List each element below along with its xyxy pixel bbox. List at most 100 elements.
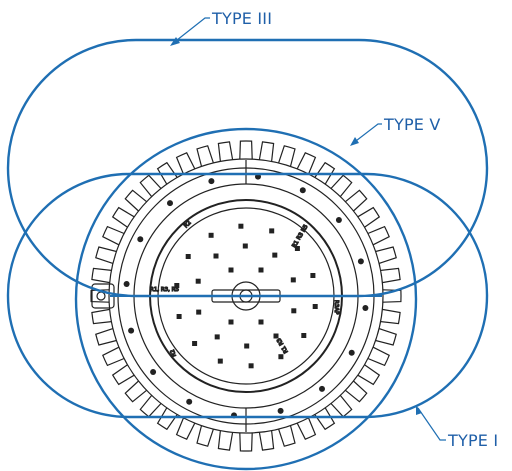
heat-sink-fin: [124, 380, 147, 403]
heat-sink-fin: [196, 145, 214, 167]
housing-bolt: [137, 236, 144, 243]
mark-top-left: R2: [183, 220, 192, 229]
housing-bolt: [348, 349, 355, 356]
led-chip: [294, 246, 300, 251]
led-chip: [196, 309, 202, 315]
heat-sink-fin: [124, 189, 147, 212]
heat-sink-fin: [156, 407, 178, 431]
housing-bolt: [357, 258, 364, 265]
type-iii-arrowhead: [170, 37, 180, 46]
heat-sink-fin: [375, 328, 397, 346]
led-chip: [248, 363, 254, 369]
housing-bolt: [128, 327, 135, 334]
heat-sink-fin: [278, 425, 296, 447]
heat-sink-fin: [382, 289, 402, 303]
led-chip: [208, 232, 214, 238]
led-chip: [176, 314, 182, 319]
led-chip: [238, 223, 244, 229]
led-module-array: [174, 223, 318, 369]
mark-bottom-right: R1 R3: [276, 336, 290, 354]
housing-bolt: [208, 178, 215, 185]
led-chip: [273, 333, 279, 339]
heat-sink-fin: [91, 267, 112, 284]
mounting-hole: [96, 291, 106, 301]
heat-sink-fin: [95, 246, 117, 264]
housing-bolt: [167, 200, 173, 207]
led-chip: [242, 243, 248, 249]
led-chip: [185, 254, 191, 259]
heat-sink-fin: [345, 189, 368, 212]
led-chip: [269, 228, 275, 234]
heat-sink-fin: [102, 346, 125, 367]
heat-sink-fin: [139, 174, 162, 197]
housing-bolt: [277, 407, 284, 414]
housing-bolt: [335, 217, 342, 223]
heat-sink-fin: [95, 328, 117, 346]
heat-sink-fin: [111, 206, 135, 228]
housing-bolt: [319, 385, 325, 392]
heat-sink-fin: [156, 161, 178, 185]
led-chip: [195, 278, 201, 284]
heat-sink-fin: [111, 364, 135, 386]
type-v-arrowhead: [350, 137, 359, 146]
heat-sink-fin: [90, 289, 110, 303]
led-chip: [213, 253, 219, 259]
led-chip: [258, 267, 264, 273]
led-chip: [192, 341, 198, 346]
heat-sink-fin: [91, 308, 112, 325]
type-i-arrowhead: [416, 405, 422, 415]
heat-sink-fin: [357, 206, 381, 228]
housing-bolt: [299, 187, 306, 194]
label-type-iii: TYPE III: [211, 9, 272, 28]
heat-sink-fin: [314, 161, 336, 185]
led-chip: [312, 304, 318, 309]
housing-outer-ring: [108, 158, 384, 434]
heat-sink-fin: [239, 140, 253, 160]
led-chip: [228, 319, 234, 325]
heat-sink-fin: [380, 308, 401, 325]
heat-sink-fin: [258, 430, 275, 451]
led-chip: [214, 334, 220, 340]
heat-sink-fin: [102, 225, 125, 246]
heat-sink-fin: [196, 425, 214, 447]
heat-sink-fin: [175, 152, 196, 175]
heat-sink-fin: [239, 432, 253, 452]
led-chip: [290, 277, 296, 283]
led-chip: [272, 252, 278, 258]
led-chip: [217, 358, 223, 364]
housing-bolt: [150, 369, 157, 375]
led-chip: [174, 283, 180, 288]
led-chip: [228, 267, 234, 273]
led-chip: [301, 333, 307, 338]
heat-sink-fin: [330, 174, 353, 197]
led-chip: [278, 354, 284, 360]
led-chip: [244, 343, 250, 349]
heat-sink-fin: [367, 346, 390, 367]
heat-sink-fin: [314, 407, 336, 431]
type-v-outline: [74, 127, 418, 471]
heat-sink-fins-icon: [90, 140, 402, 452]
type-iii-leader: [171, 17, 210, 45]
heat-sink-fin: [217, 141, 234, 162]
type-v-leader: [351, 123, 382, 145]
led-chip: [310, 273, 316, 278]
mark-r3ap: R3AP: [333, 300, 339, 315]
mark-r1-r3-r5: R1, R3, R5: [150, 287, 179, 293]
heat-sink-fin: [380, 267, 401, 284]
heat-sink-fin: [296, 152, 317, 175]
housing-bolt: [123, 281, 130, 287]
heat-sink-fin: [367, 225, 390, 246]
heat-sink-fin: [330, 395, 353, 418]
heat-sink-fin: [258, 141, 275, 162]
mark-bottom-left: R2: [170, 348, 178, 357]
led-chip: [258, 319, 264, 325]
heat-sink-fin: [217, 430, 234, 451]
housing-bolt: [362, 305, 369, 311]
heat-sink-fin: [345, 380, 368, 403]
label-type-i: TYPE I: [447, 431, 498, 450]
heat-sink-fin: [175, 417, 196, 440]
heat-sink-fin: [357, 364, 381, 386]
label-type-v: TYPE V: [383, 115, 441, 134]
type-i-leader: [417, 407, 446, 441]
